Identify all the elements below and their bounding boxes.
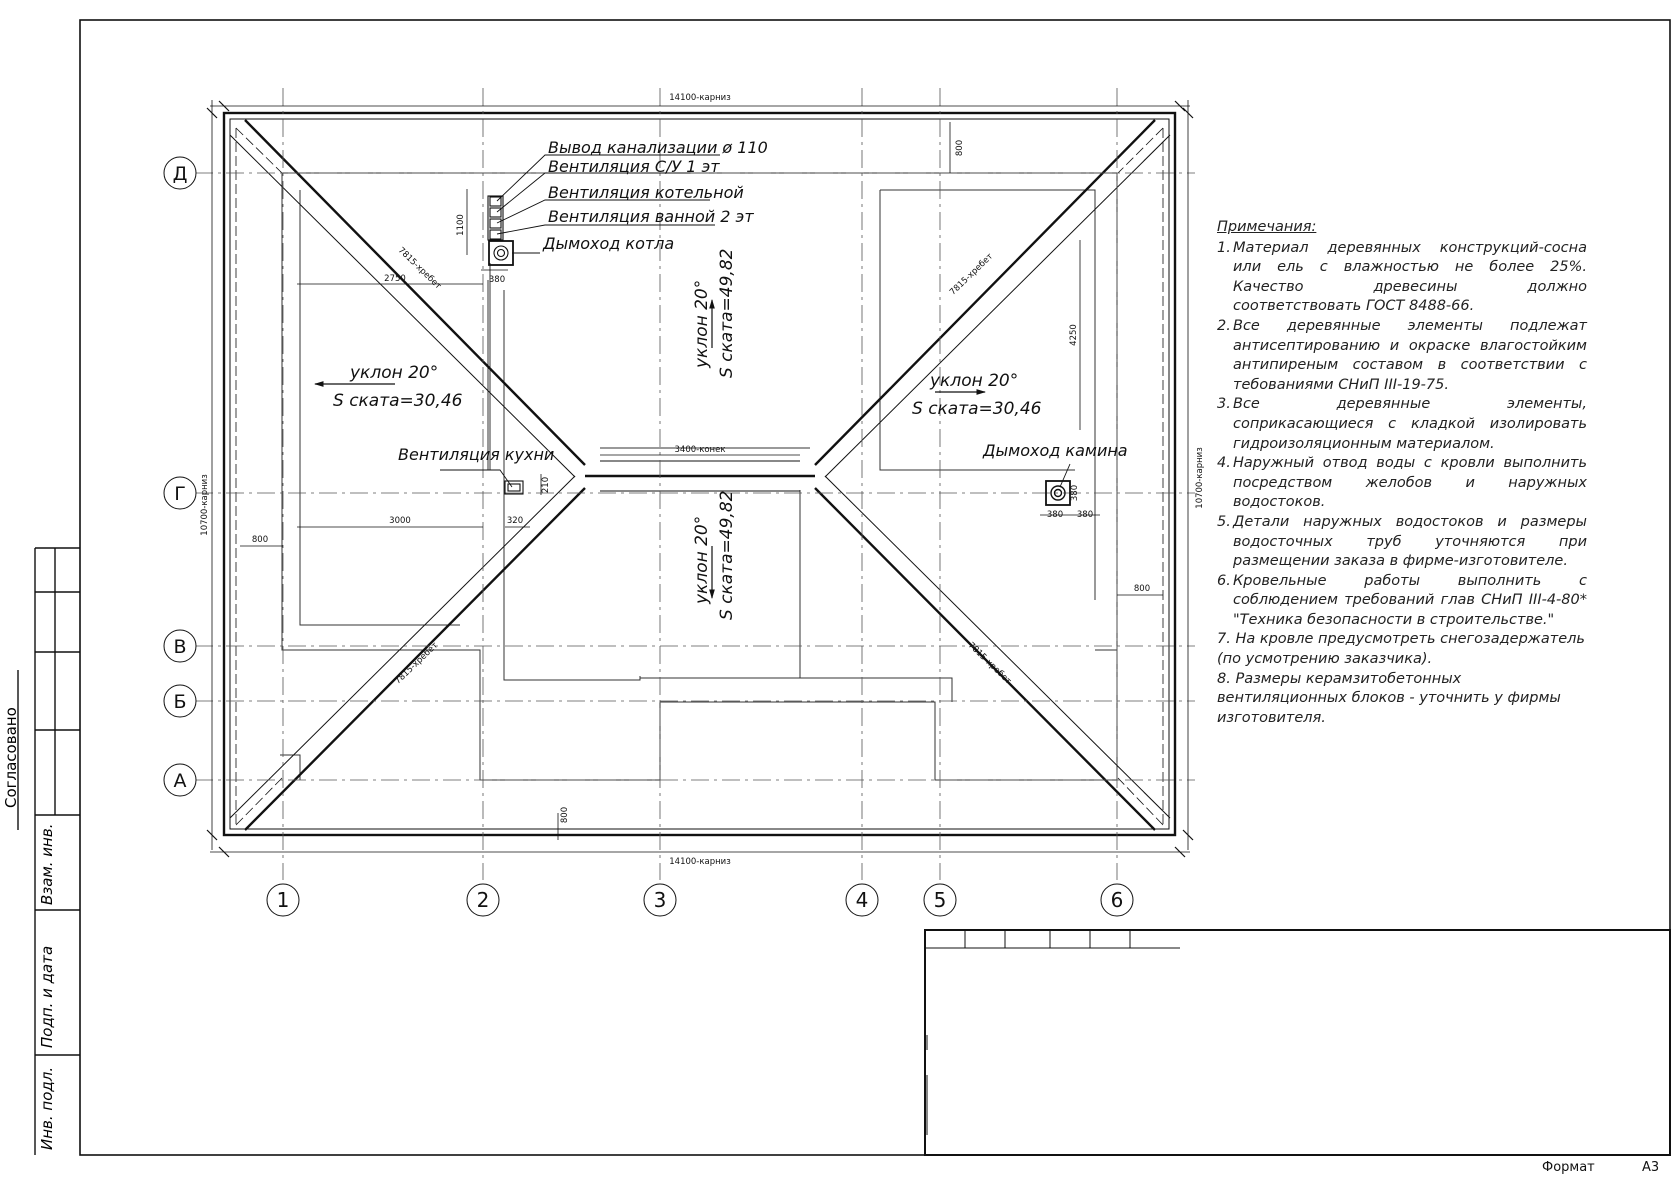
dim-ticks: [206, 100, 1194, 858]
note-num: 6.: [1217, 572, 1231, 589]
dim-800-right: 800: [1134, 584, 1150, 594]
dim-380-vent: 380: [489, 275, 505, 285]
dim-800-left: 800: [252, 535, 268, 545]
dim-380-a: 380: [1047, 510, 1063, 520]
inv-orig-label: Инв. подл.: [38, 1067, 56, 1150]
dim-hip-bl: 7815-хребет: [393, 641, 440, 687]
slope-bottom-area: S ската=49,82: [717, 491, 737, 620]
label-sewer: Вывод канализации ø 110: [548, 138, 768, 157]
note-num: 4.: [1217, 455, 1231, 472]
axis-3-label: 3: [654, 888, 667, 912]
dim-eaves-top: 14100-карниз: [669, 93, 731, 103]
axis-B-label: Б: [173, 691, 186, 713]
vent-kitchen-block: [504, 480, 524, 495]
slope-left-area: S ската=30,46: [333, 391, 463, 411]
dim-eaves-right: 10700-карниз: [1195, 447, 1205, 509]
roof-outline: [222, 111, 1177, 837]
dim-2750: 2750: [384, 274, 406, 284]
dim-380-c: 380: [1070, 485, 1080, 501]
dim-hip-br: 7815-хребет: [966, 641, 1013, 687]
note-item-8: 8. Размеры керамзитобетонных вентиляцион…: [1217, 670, 1561, 726]
slope-right-area: S ската=30,46: [912, 399, 1042, 419]
axis-V-label: В: [173, 636, 186, 658]
label-leaders: [440, 154, 1071, 488]
note-item: 4.Наружный отвод воды с кровли выполнить…: [1217, 454, 1587, 513]
note-item: 5.Детали наружных водостоков и размеры в…: [1217, 513, 1587, 572]
dim-800-top: 800: [955, 140, 965, 156]
slope-bottom: уклон 20°: [692, 516, 712, 605]
dim-4250: 4250: [1069, 324, 1079, 346]
vent-block-group: [487, 195, 514, 266]
format-value: А3: [1642, 1160, 1660, 1175]
replace-inv-label: Взам. инв.: [38, 824, 56, 905]
note-text: Все деревянные элементы подлежат антисеп…: [1233, 317, 1587, 393]
note-text: Наружный отвод воды с кровли выполнить п…: [1233, 455, 1587, 511]
label-vent-kitchen: Вентиляция кухни: [398, 445, 554, 464]
side-stamp: [17, 547, 80, 1155]
note-num: 1.: [1217, 239, 1231, 256]
dim-eaves-left: 10700-карниз: [200, 474, 210, 536]
axis-5-label: 5: [934, 888, 947, 912]
label-chimney-fireplace: Дымоход камина: [982, 441, 1128, 460]
dim-hip-tl: 7815-хребет: [396, 246, 443, 292]
axis-6-label: 6: [1111, 888, 1124, 912]
label-chimney-boiler: Дымоход котла: [542, 234, 674, 253]
note-num: 3.: [1217, 396, 1231, 413]
dim-210: 210: [541, 477, 551, 493]
note-item: 2.Все деревянные элементы подлежат антис…: [1217, 317, 1587, 395]
axis-2-label: 2: [477, 888, 490, 912]
axis-number-markers: [266, 883, 1134, 917]
slope-left: уклон 20°: [349, 363, 438, 383]
dimension-lines: [210, 100, 1190, 853]
note-num: 5.: [1217, 513, 1231, 530]
slope-top-area: S ската=49,82: [717, 249, 737, 378]
label-vent-boiler: Вентиляция котельной: [548, 183, 744, 202]
note-text: Кровельные работы выполнить с соблюдение…: [1233, 572, 1587, 628]
note-item: 1.Материал деревянных конструкций-сосна …: [1217, 239, 1587, 317]
label-vent-bath: Вентиляция ванной 2 эт: [548, 207, 754, 226]
note-text: Материал деревянных конструкций-сосна ил…: [1233, 239, 1587, 315]
dim-ridge: 3400-конек: [675, 445, 726, 455]
axis-D-label: Д: [173, 163, 188, 185]
sign-date-label: Подп. и дата: [38, 946, 56, 1048]
note-text: Детали наружных водостоков и размеры вод…: [1233, 513, 1587, 570]
note-text: Все деревянные элементы, соприкасающиеся…: [1233, 396, 1587, 452]
axis-letter-markers: [163, 156, 197, 797]
axis-A-label: А: [174, 770, 187, 792]
slope-arrows: [314, 299, 986, 599]
title-block: [924, 929, 1671, 1156]
note-item: 6.Кровельные работы выполнить с соблюден…: [1217, 572, 1587, 631]
format-label: Формат: [1542, 1160, 1595, 1175]
format-stamp: Формат А3: [1542, 1160, 1659, 1175]
sheet-frame: [79, 19, 1671, 1156]
axis-1-label: 1: [277, 888, 290, 912]
dim-380-b: 380: [1077, 510, 1093, 520]
dim-320: 320: [507, 516, 523, 526]
axis-4-label: 4: [856, 888, 869, 912]
note-item: 3.Все деревянные элементы, соприкасающие…: [1217, 395, 1587, 454]
dim-1100: 1100: [456, 214, 466, 236]
axis-gridlines: [195, 88, 1195, 880]
slope-top: уклон 20°: [692, 280, 712, 369]
dim-eaves-bottom: 14100-карниз: [669, 857, 731, 867]
wall-outline: [280, 172, 1118, 781]
agreed-label: Согласовано: [2, 707, 20, 808]
fireplace-chimney: [1045, 480, 1071, 506]
dim-800-bottom: 800: [560, 807, 570, 823]
note-item-7: 7. На кровле предусмотреть снегозадержат…: [1217, 631, 1585, 668]
hip-rafters: [229, 119, 1171, 831]
label-vent-wc: Вентиляция С/У 1 эт: [548, 157, 720, 176]
axis-G-label: Г: [174, 483, 186, 505]
notes-block: Примечания: 1.Материал деревянных констр…: [1217, 218, 1587, 728]
note-num: 2.: [1217, 317, 1231, 334]
notes-title: Примечания:: [1217, 219, 1317, 235]
slope-right: уклон 20°: [929, 371, 1018, 391]
dim-3000: 3000: [389, 516, 411, 526]
